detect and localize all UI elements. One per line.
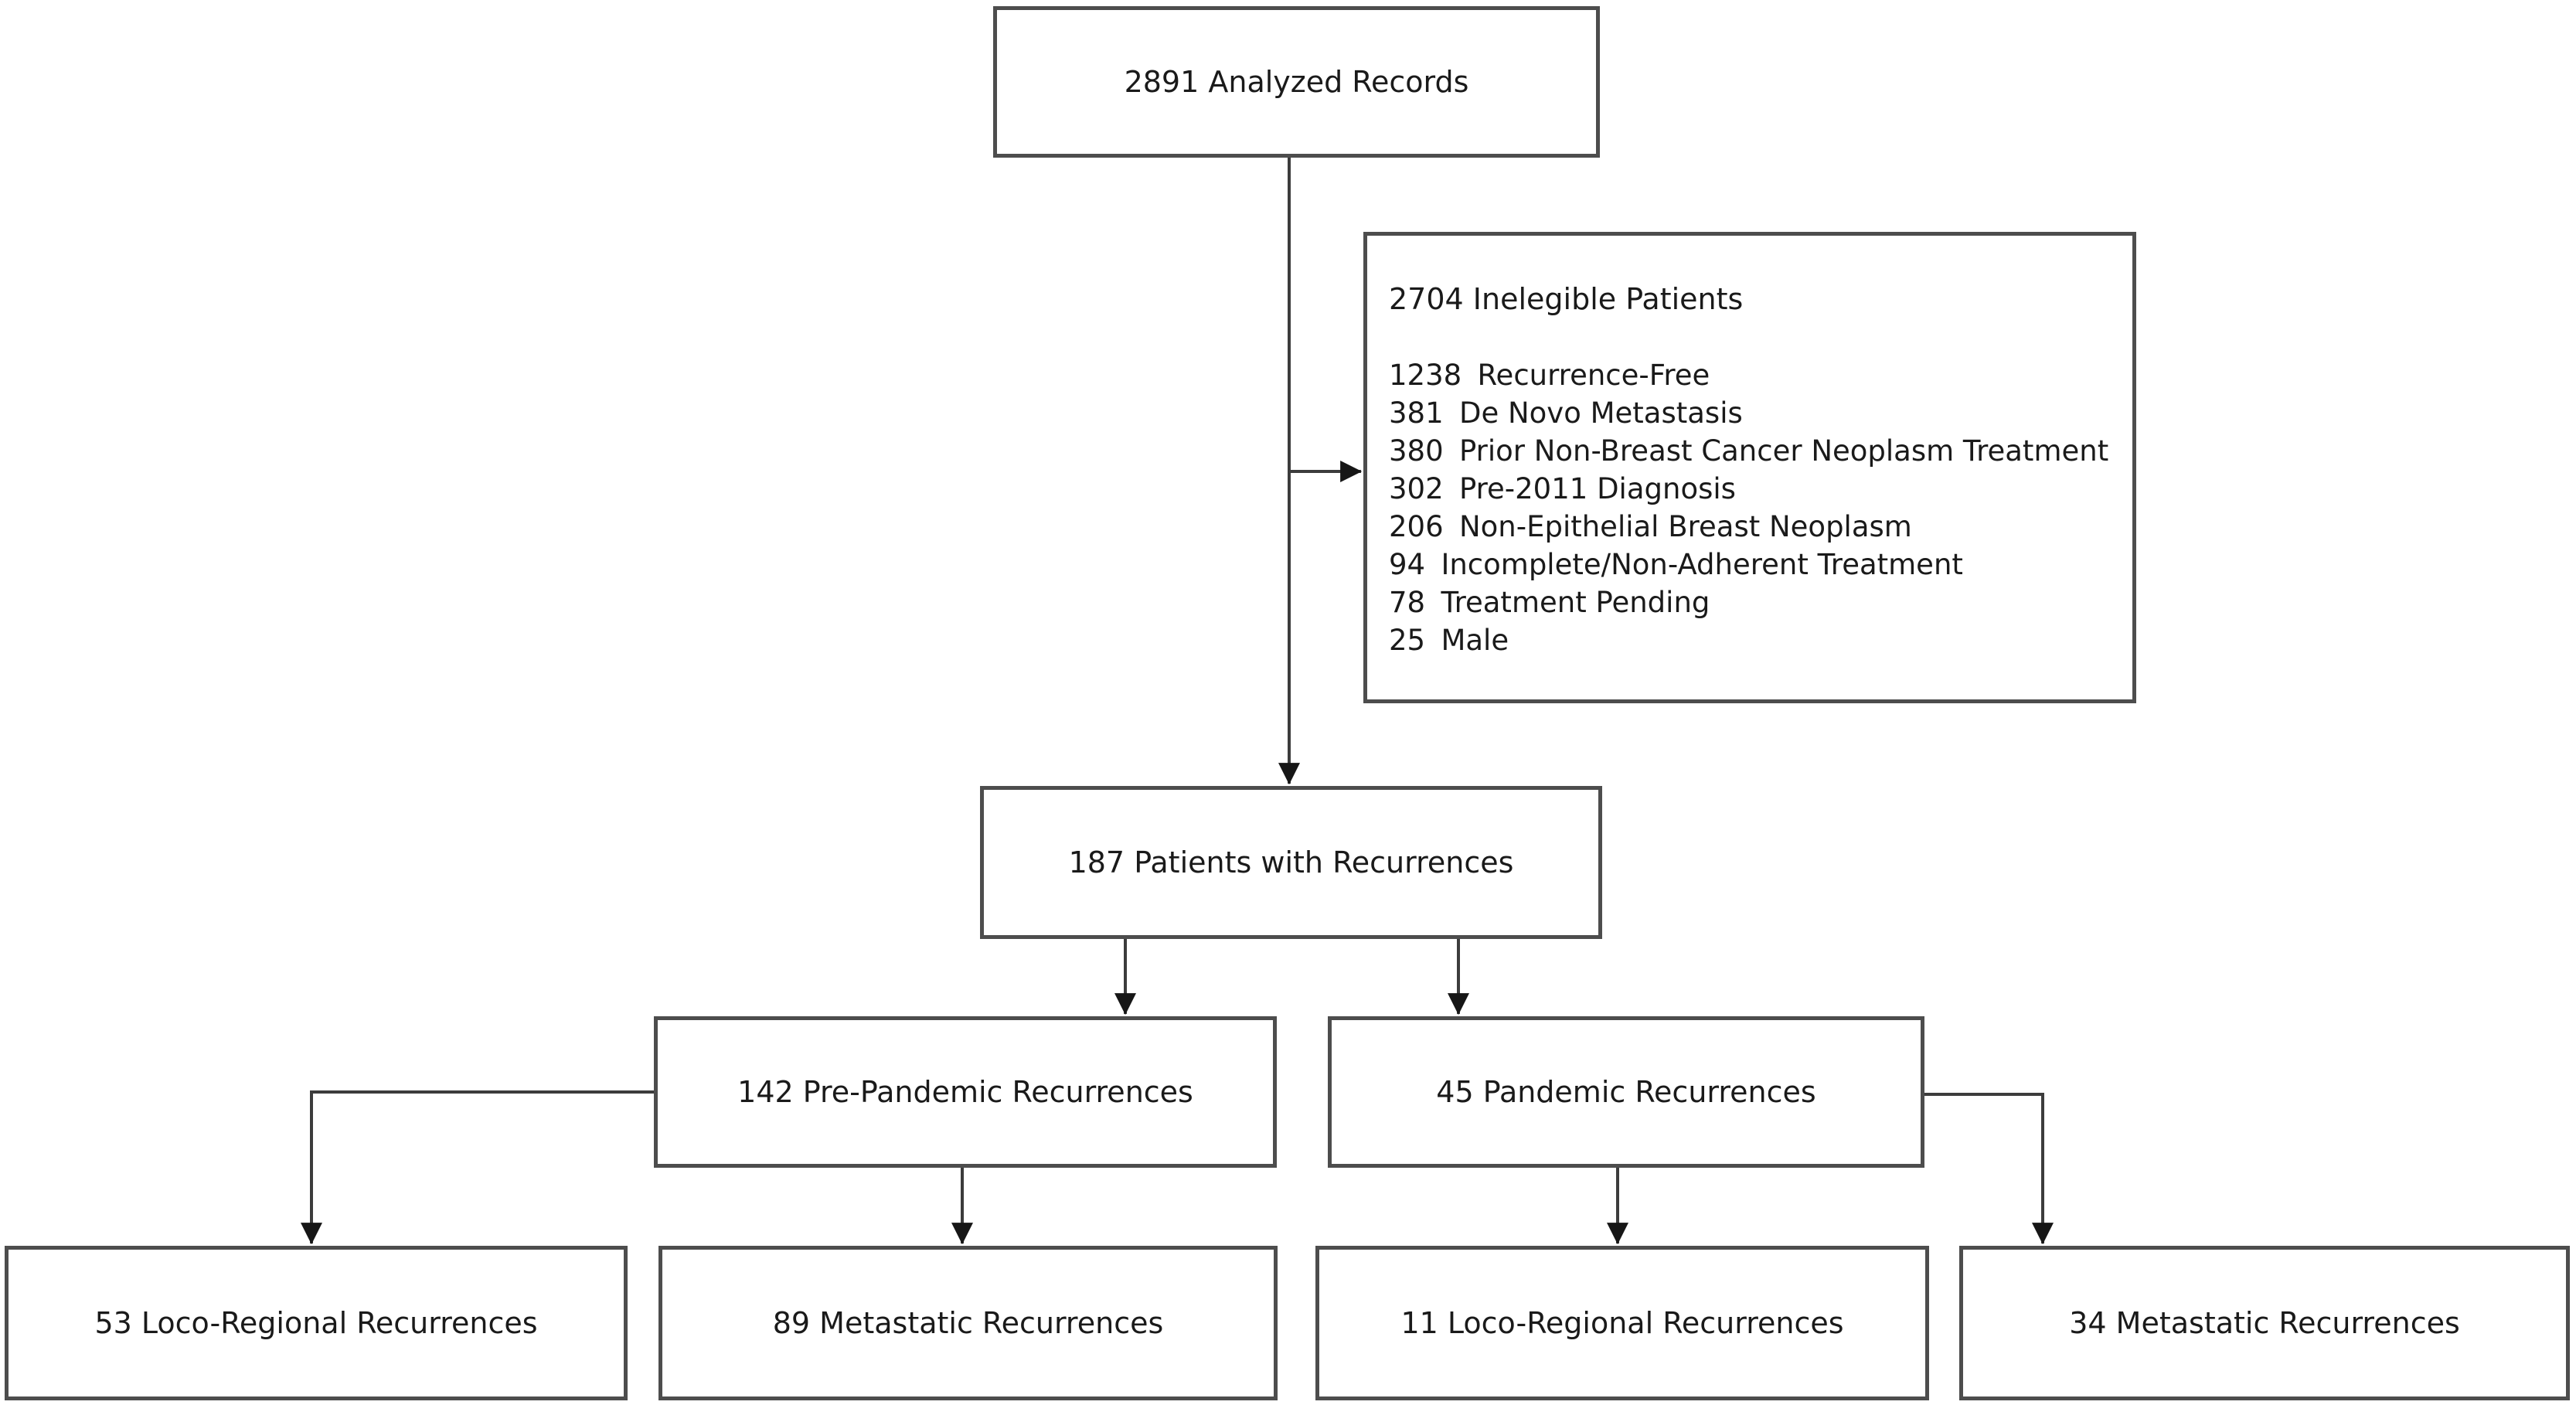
node-prepandemic-metastatic: 89 Metastatic Recurrences — [658, 1246, 1278, 1400]
item-count: 302 — [1389, 472, 1444, 505]
ineligible-spacer — [1389, 318, 2114, 356]
node-patients-with-recurrences: 187 Patients with Recurrences — [980, 786, 1602, 939]
ineligible-item: 25 Male — [1389, 621, 2114, 659]
item-reason: Prior Non-Breast Cancer Neoplasm Treatme… — [1458, 434, 2109, 468]
item-reason: Pre-2011 Diagnosis — [1458, 472, 1736, 505]
pre-pandemic-recurrences-label: 142 Pre-Pandemic Recurrences — [737, 1075, 1193, 1109]
ineligible-item: 78 Treatment Pending — [1389, 583, 2114, 621]
item-reason: Treatment Pending — [1441, 586, 1710, 619]
item-count: 381 — [1389, 396, 1444, 430]
item-reason: Incomplete/Non-Adherent Treatment — [1441, 548, 1963, 581]
ineligible-item: 380 Prior Non-Breast Cancer Neoplasm Trea… — [1389, 432, 2114, 470]
connector-prepandemic-to-locoregional — [301, 1090, 654, 1245]
ineligible-item: 381 De Novo Metastasis — [1389, 394, 2114, 432]
node-pandemic-metastatic: 34 Metastatic Recurrences — [1959, 1246, 2570, 1400]
item-count: 380 — [1389, 434, 1444, 468]
ineligible-item: 1238 Recurrence-Free — [1389, 356, 2114, 394]
patients-with-recurrences-label: 187 Patients with Recurrences — [1068, 845, 1514, 879]
item-count: 25 — [1389, 624, 1426, 657]
item-reason: Non-Epithelial Breast Neoplasm — [1458, 510, 1912, 543]
prepandemic-locoregional-label: 53 Loco-Regional Recurrences — [94, 1306, 538, 1340]
ineligible-item: 206 Non-Epithelial Breast Neoplasm — [1389, 508, 2114, 546]
node-pandemic-recurrences: 45 Pandemic Recurrences — [1328, 1016, 1924, 1168]
node-pre-pandemic-recurrences: 142 Pre-Pandemic Recurrences — [654, 1016, 1277, 1168]
node-pandemic-locoregional: 11 Loco-Regional Recurrences — [1315, 1246, 1929, 1400]
pandemic-recurrences-label: 45 Pandemic Recurrences — [1436, 1075, 1816, 1109]
ineligible-item: 302 Pre-2011 Diagnosis — [1389, 470, 2114, 508]
pandemic-metastatic-label: 34 Metastatic Recurrences — [2069, 1306, 2460, 1340]
ineligible-title: 2704 Inelegible Patients — [1389, 282, 1744, 316]
item-count: 94 — [1389, 548, 1426, 581]
item-reason: Recurrence-Free — [1477, 359, 1710, 392]
prepandemic-metastatic-label: 89 Metastatic Recurrences — [772, 1306, 1164, 1340]
item-count: 1238 — [1389, 359, 1462, 392]
item-count: 78 — [1389, 586, 1426, 619]
node-analyzed-records: 2891 Analyzed Records — [993, 6, 1600, 158]
item-reason: De Novo Metastasis — [1458, 396, 1743, 430]
node-ineligible-patients: 2704 Inelegible Patients 1238 Recurrence-… — [1363, 232, 2136, 703]
item-count: 206 — [1389, 510, 1444, 543]
pandemic-locoregional-label: 11 Loco-Regional Recurrences — [1400, 1306, 1844, 1340]
item-reason: Male — [1441, 624, 1509, 657]
analyzed-records-label: 2891 Analyzed Records — [1124, 65, 1469, 99]
ineligible-item: 94 Incomplete/Non-Adherent Treatment — [1389, 546, 2114, 583]
node-prepandemic-locoregional: 53 Loco-Regional Recurrences — [5, 1246, 628, 1400]
connector-pandemic-to-metastatic — [1923, 1093, 2054, 1245]
